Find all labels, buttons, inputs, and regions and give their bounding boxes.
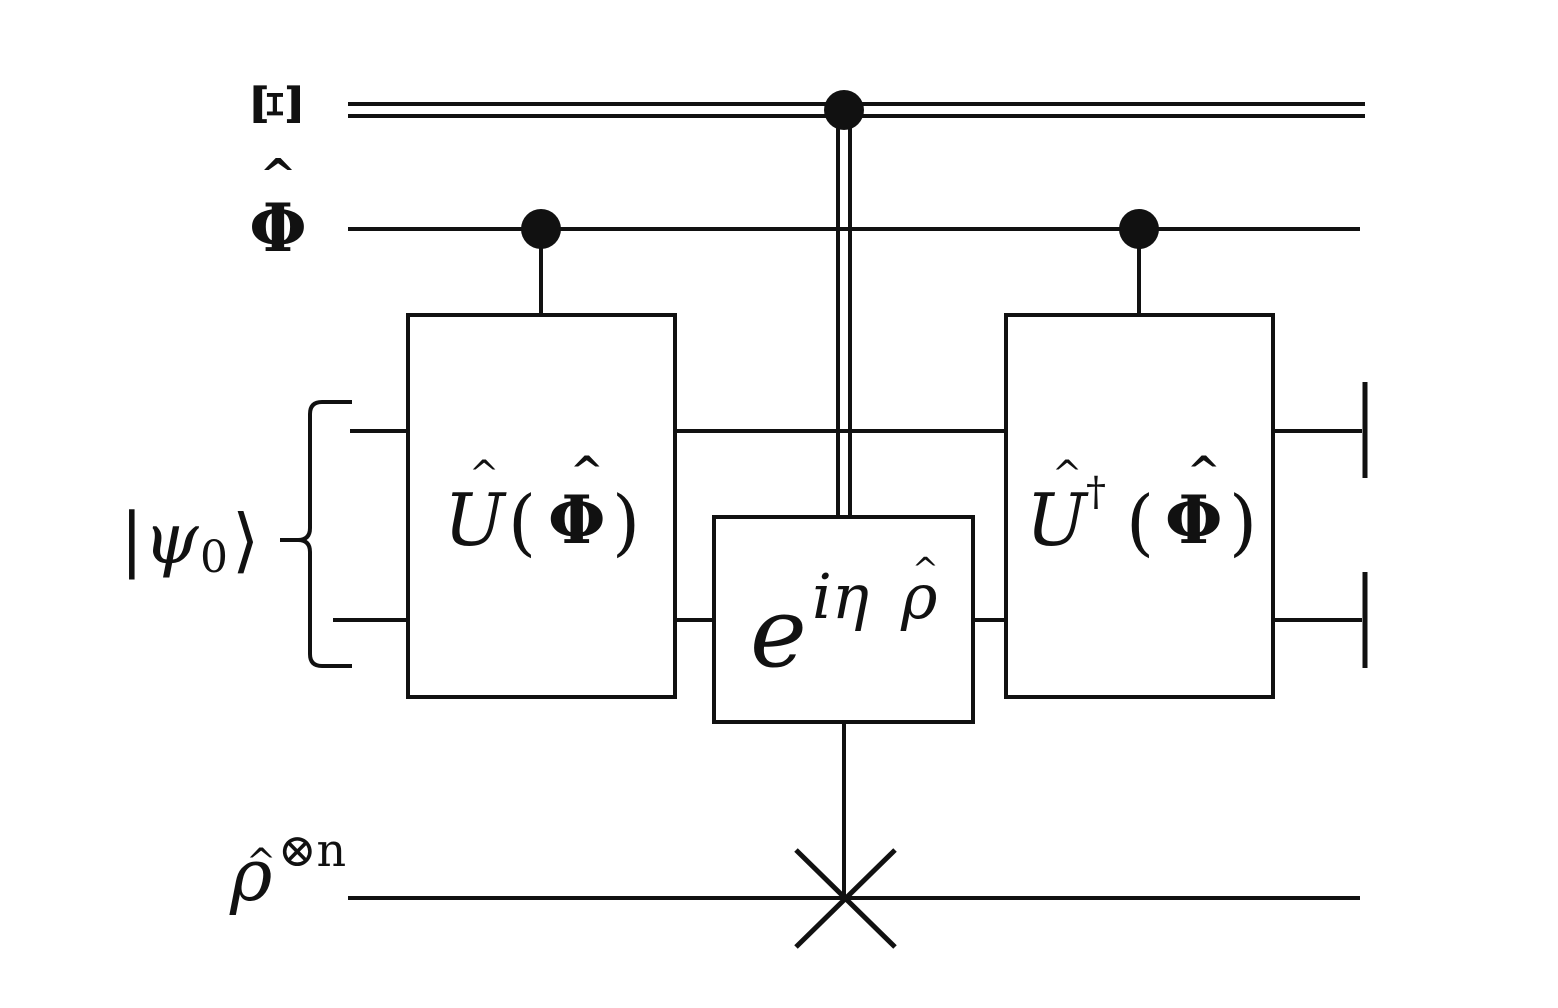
brace-psi: [280, 400, 352, 668]
gate-exp-exponent-hat: ^: [912, 550, 939, 588]
label-psi-sub: 0: [200, 532, 228, 583]
gate-u-open-paren: (: [508, 480, 536, 564]
label-phi: Φ: [249, 189, 307, 267]
label-rho-hat-mark: ^: [246, 842, 276, 883]
gate-u-dagger-close-paren: ): [1229, 480, 1257, 564]
swap-cross-icon: [794, 848, 897, 949]
classical-control-line-exp: [836, 110, 852, 517]
gate-u-dagger-hat: ^: [1052, 454, 1082, 495]
gate-u-arg-hat: ^: [570, 448, 604, 495]
gate-exp-base: e: [750, 577, 807, 689]
gate-u-arg: Φ: [548, 481, 606, 559]
label-psi-ket: |ψ: [120, 498, 200, 580]
gate-u-hat: ^: [469, 454, 499, 495]
control-dot-icon: [824, 90, 864, 130]
control-dot-icon: [521, 209, 561, 249]
gate-u-dagger-sup: †: [1086, 469, 1106, 515]
control-dot-icon: [1119, 209, 1159, 249]
label-psi-ket-close: ⟩: [232, 499, 259, 581]
label-rho: ρ: [229, 833, 272, 917]
gate-exp-exponent-var: ρ: [900, 560, 937, 633]
label-tensor-power: ⊗n: [278, 823, 346, 877]
gate-u-dagger-arg-hat: ^: [1187, 448, 1221, 495]
gate-u-dagger: ^ U † ( ^ Φ ): [1004, 313, 1275, 699]
gate-u-dagger-open-paren: (: [1126, 480, 1154, 564]
label-phi-hat-mark: ^: [260, 150, 297, 201]
gate-u-dagger-base: U: [1026, 478, 1089, 562]
gate-u-dagger-arg: Φ: [1165, 481, 1223, 559]
gate-exp: e iη ^ ρ: [712, 515, 975, 724]
gate-exp-exponent: iη: [812, 560, 869, 633]
gate-u: ^ U ( ^ Φ ): [406, 313, 677, 699]
gate-u-base: U: [444, 478, 507, 562]
label-xi: Ξ: [241, 81, 316, 126]
gate-u-close-paren: ): [612, 480, 640, 564]
